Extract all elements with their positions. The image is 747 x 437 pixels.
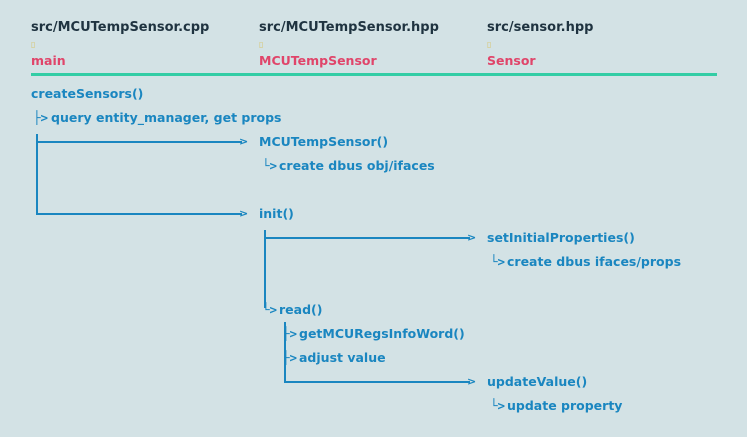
arrowhead-update-value: > <box>467 375 477 388</box>
call-update-value: updateValue() <box>487 374 588 389</box>
column-marker-cpp: ▯ <box>31 40 36 49</box>
arrow-to-init <box>36 213 242 215</box>
arrowhead-ctor: > <box>239 135 249 148</box>
column-class-mcutempsensor: MCUTempSensor <box>259 53 377 68</box>
arrowhead-set-initial-properties: > <box>467 231 477 244</box>
call-init: init() <box>259 206 294 221</box>
call-read: read() <box>279 302 323 317</box>
arrow-to-update-value <box>284 381 470 383</box>
elbow-connector-dbus-props: └> <box>490 254 506 269</box>
main-lifeline <box>36 134 38 214</box>
arrow-to-ctor <box>36 141 242 143</box>
tee-connector-query: ├> <box>33 110 49 125</box>
step-create-dbus-props: create dbus ifaces/props <box>507 254 682 269</box>
elbow-connector-dbus-obj: └> <box>262 158 278 173</box>
column-class-main: main <box>31 53 66 68</box>
column-marker-sensor: ▯ <box>487 40 492 49</box>
init-lifeline <box>264 230 266 308</box>
arrow-to-set-initial-properties <box>264 237 470 239</box>
step-get-mcu-regs: getMCURegsInfoWord() <box>299 326 465 341</box>
column-marker-hpp: ▯ <box>259 40 264 49</box>
column-class-sensor: Sensor <box>487 53 536 68</box>
step-query-props: query entity_manager, get props <box>51 110 282 125</box>
elbow-connector-update-property: └> <box>490 398 506 413</box>
step-create-dbus-obj: create dbus obj/ifaces <box>279 158 435 173</box>
call-set-initial-properties: setInitialProperties() <box>487 230 635 245</box>
arrowhead-init: > <box>239 207 249 220</box>
column-file-sensor: src/sensor.hpp <box>487 20 594 35</box>
call-mcutempsensor-ctor: MCUTempSensor() <box>259 134 389 149</box>
tee-connector-get-regs: ├> <box>282 326 298 341</box>
column-file-hpp: src/MCUTempSensor.hpp <box>259 20 439 35</box>
elbow-connector-read: └> <box>262 302 278 317</box>
step-update-property: update property <box>507 398 623 413</box>
call-create-sensors: createSensors() <box>31 86 144 101</box>
tee-connector-adjust: ├> <box>282 350 298 365</box>
read-lifeline <box>284 322 286 382</box>
step-adjust-value: adjust value <box>299 350 386 365</box>
column-file-cpp: src/MCUTempSensor.cpp <box>31 20 210 35</box>
header-divider <box>31 73 717 76</box>
